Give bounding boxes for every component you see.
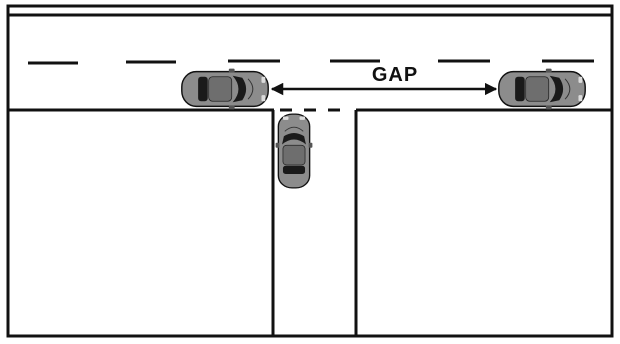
car-icon (276, 114, 313, 188)
car-icon (499, 69, 585, 110)
car-icon (182, 69, 268, 110)
lane-divider (28, 61, 594, 63)
gap-label: GAP (350, 64, 440, 86)
